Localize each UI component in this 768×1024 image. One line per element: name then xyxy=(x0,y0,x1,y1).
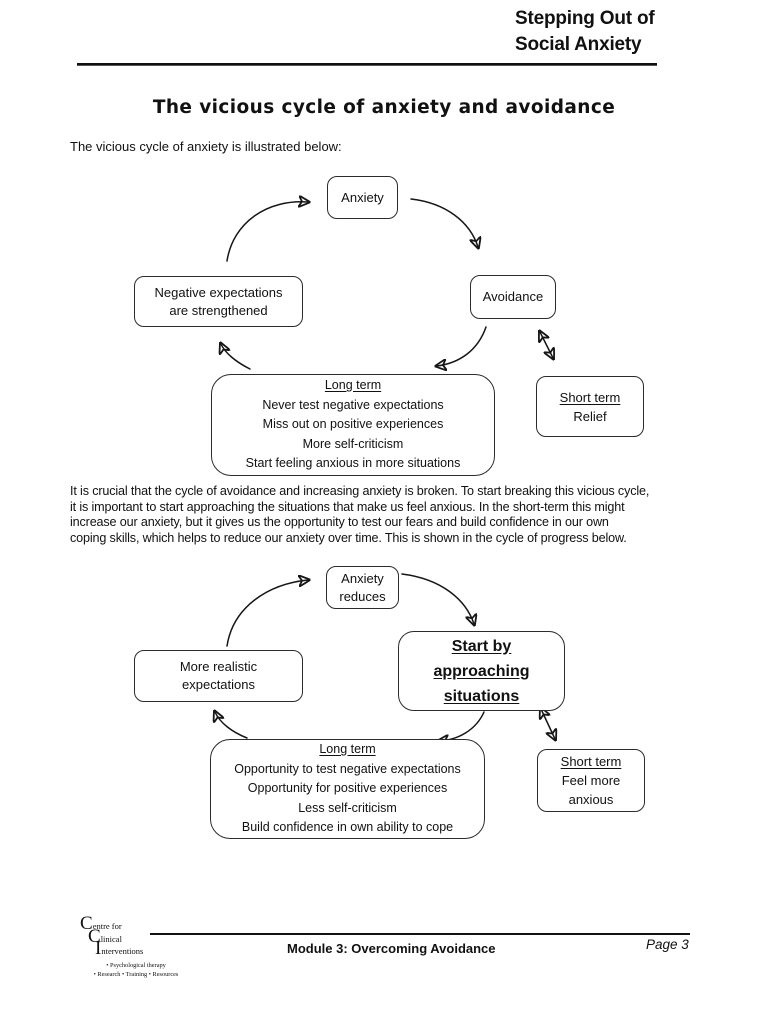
cycle2-short-term-item: anxious xyxy=(568,792,614,807)
cycle2-anxiety-reduces-box: Anxiety reduces xyxy=(326,566,399,609)
cycle1-long-term-heading: Long term xyxy=(324,378,382,393)
page-title: The vicious cycle of anxiety and avoidan… xyxy=(152,97,616,118)
cycle1-long-term-box: Long term Never test negative expectatio… xyxy=(211,374,495,476)
footer-rule xyxy=(150,933,690,935)
cci-logo: Centre for Clinical Interventions • Psyc… xyxy=(80,913,192,979)
doc-header-line2: Social Anxiety xyxy=(515,34,642,55)
cycle2-long-term-item: Build confidence in own ability to cope xyxy=(241,820,454,835)
body-paragraph-line: increase our anxiety, but it gives us th… xyxy=(70,515,609,530)
cycle1-avoidance-label: Avoidance xyxy=(482,289,544,305)
cycle2-short-term-item: Feel more xyxy=(561,773,621,788)
cycle1-long-term-item: Start feeling anxious in more situations xyxy=(245,456,461,471)
cycle1-short-term-item: Relief xyxy=(573,408,607,424)
cycle1-avoidance-box: Avoidance xyxy=(470,275,556,319)
start-by-line1: Start by xyxy=(451,637,512,655)
body-paragraph-line: coping skills, which helps to reduce our… xyxy=(70,530,627,545)
anxiety-reduces-line1: Anxiety xyxy=(341,570,384,586)
cycle1-short-term-heading: Short term xyxy=(559,389,621,405)
arrow-anxiety-to-avoidance xyxy=(410,198,478,247)
cycle1-anxiety-box: Anxiety xyxy=(327,176,398,219)
anxiety-reduces-line2: reduces xyxy=(339,588,386,604)
body-paragraph: It is crucial that the cycle of avoidanc… xyxy=(70,484,649,546)
cci-logo-line1: Centre for xyxy=(80,913,122,934)
cycle1-long-term-item: Never test negative expectations xyxy=(262,397,444,412)
intro-text: The vicious cycle of anxiety is illustra… xyxy=(70,139,342,154)
header-rule xyxy=(77,63,657,66)
body-paragraph-line: It is crucial that the cycle of avoidanc… xyxy=(70,484,650,498)
doc-header-title: Stepping Out of Social Anxiety xyxy=(515,6,655,58)
doc-header-line1: Stepping Out of xyxy=(515,8,655,29)
cycle2-short-term-box: Short term Feel more anxious xyxy=(537,749,645,812)
cycle2-long-term-box: Long term Opportunity to test negative e… xyxy=(210,739,485,839)
cycle1-negative-expectations-box: Negative expectations are strengthened xyxy=(134,276,303,327)
more-realistic-line2: expectations xyxy=(182,677,255,692)
cycle1-long-term-item: More self-criticism xyxy=(302,436,404,451)
footer-module-title: Module 3: Overcoming Avoidance xyxy=(287,941,496,956)
arrow-anxietyreduces-to-startby xyxy=(401,573,474,624)
cycle2-long-term-item: Less self-criticism xyxy=(298,800,397,815)
footer-page-number: Page 3 xyxy=(646,937,689,952)
arrow-avoidance-shortterm-double xyxy=(540,332,553,358)
cycle2-start-by-approaching-box: Start by approaching situations xyxy=(398,631,565,711)
cci-logo-tagline1: • Psychological therapy xyxy=(106,961,166,969)
cycle1-long-term-item: Miss out on positive experiences xyxy=(262,417,444,432)
negexp-line2: are strengthened xyxy=(169,302,268,318)
cycle2-long-term-item: Opportunity to test negative expectation… xyxy=(234,761,461,776)
cycle2-long-term-heading: Long term xyxy=(319,742,376,757)
cci-logo-tagline2: • Research • Training • Resources xyxy=(93,970,179,978)
arrow-longterm-to-negexp xyxy=(221,344,251,370)
arrow-avoidance-to-longterm xyxy=(437,326,487,366)
cycle2-more-realistic-box: More realistic expectations xyxy=(134,650,303,702)
cycle1-anxiety-label: Anxiety xyxy=(341,189,384,205)
arrow-startby-shortterm-double xyxy=(541,709,555,739)
cycle2-short-term-heading: Short term xyxy=(560,754,622,769)
arrow-startby-to-longterm xyxy=(439,711,485,741)
cci-logo-line2: Clinical xyxy=(88,925,122,947)
start-by-line3: situations xyxy=(443,687,520,705)
negexp-line1: Negative expectations xyxy=(154,284,283,300)
arrow-longterm-to-morerealistic xyxy=(215,712,248,739)
arrow-negexp-to-anxiety xyxy=(226,202,308,262)
body-paragraph-line: it is important to start approaching the… xyxy=(70,499,625,514)
cycle2-long-term-item: Opportunity for positive experiences xyxy=(247,781,448,796)
cycle1-short-term-box: Short term Relief xyxy=(536,376,644,437)
arrow-morerealistic-to-anxietyreduces xyxy=(226,580,308,647)
start-by-line2: approaching xyxy=(433,662,530,680)
more-realistic-line1: More realistic xyxy=(179,659,258,675)
cci-logo-line3: Interventions xyxy=(95,938,144,959)
